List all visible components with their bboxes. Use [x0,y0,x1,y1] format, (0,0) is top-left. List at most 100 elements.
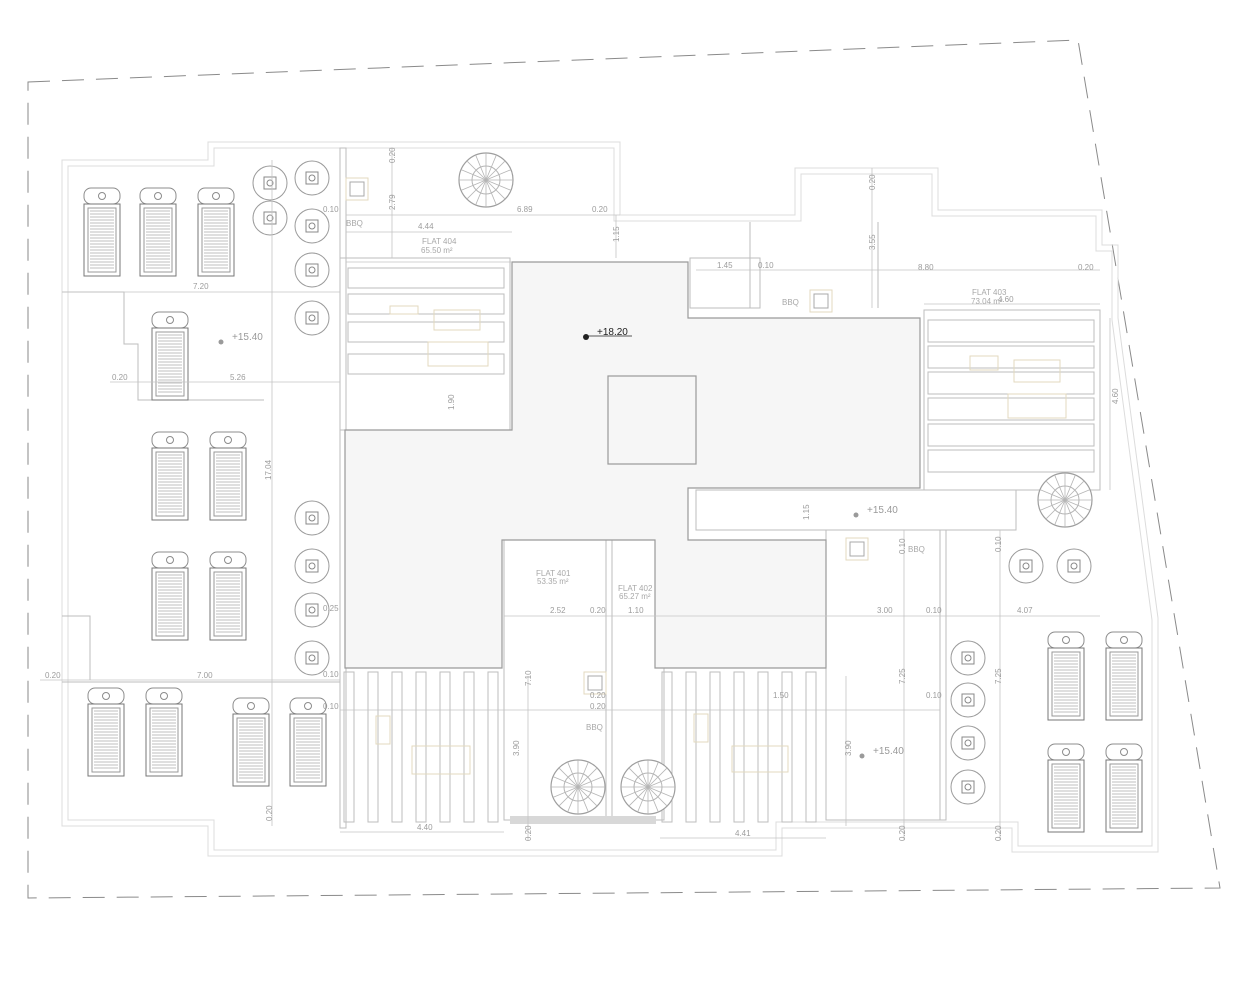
planter-icon [252,200,288,236]
sunbed-body [1105,647,1143,721]
sunbed-pillow [151,431,189,449]
stair-tread [647,786,674,798]
dim: 3.90 [844,740,853,756]
dim: 3.90 [512,740,521,756]
dim: 0.10 [994,536,1003,552]
planter-center [964,783,972,791]
sunbed-icon [197,187,235,277]
stair-tread [647,786,668,807]
louvre [927,449,1095,473]
planter-icon [294,500,330,536]
sunbed-knob [224,556,232,564]
flat-402-area: 65.27 m² [619,592,651,601]
sunbed-body [1047,647,1085,721]
bbq-grill [813,293,829,309]
elevation-marker-icon [218,339,224,345]
bbq-outer [583,671,607,695]
planter-circle [294,300,330,336]
dim: 5.26 [230,373,246,382]
planter-center [964,696,972,704]
dim: 0.10 [926,691,942,700]
dim: 1.15 [802,504,811,520]
pergola-slat [805,671,817,823]
dim: 0.20 [592,205,608,214]
bbq-label: BBQ [908,545,925,554]
louvre [927,397,1095,421]
flat-labels: FLAT 404 65.50 m² FLAT 403 73.04 m² FLAT… [346,219,1007,732]
planter-center [1022,562,1030,570]
dim: 7.25 [898,668,907,684]
pergola-slat [487,671,499,823]
sunbed-icon [209,551,247,641]
dim: 4.40 [417,823,433,832]
planter-center [308,654,316,662]
louvre [347,293,505,315]
furniture [731,745,789,773]
planter-center [1070,562,1078,570]
sunbed-inner [1109,763,1139,829]
pergola-slat [415,671,427,823]
dim: 0.20 [388,147,397,163]
sunbed-knob [98,192,106,200]
stair-tread [567,786,579,813]
sunbed-icon [145,687,183,777]
dim: 0.20 [868,174,877,190]
sunbed-inner [236,717,266,783]
planter-square [263,211,277,225]
sunbed-knob [166,316,174,324]
dim: 7.20 [193,282,209,291]
dim: 3.55 [868,234,877,250]
sunbed-icon [232,697,270,787]
sunbed-knob [304,702,312,710]
spiral-stair-icon [620,759,676,815]
planter-circle [1056,548,1092,584]
dim: 4.07 [1017,606,1033,615]
louvre [927,371,1095,395]
stair-tread [647,786,659,813]
pergola-slat [709,671,721,823]
planter-square [305,651,319,665]
stair-tread [1045,499,1066,520]
stair-tread [1039,499,1066,511]
sunbed-inner [1051,763,1081,829]
furniture [969,355,999,371]
stair-tread [552,786,579,798]
stair-tread [577,786,604,798]
pergola-slat [439,671,451,823]
sunbed-knob [154,192,162,200]
planter-circle [252,200,288,236]
flat-401-name: FLAT 401 [536,569,571,578]
pergola-slat [733,671,745,823]
pergola-slat [343,671,355,823]
dim: 7.25 [994,668,1003,684]
furniture [375,715,391,745]
sunbed-body [145,703,183,777]
planter-center [964,654,972,662]
planter-square [961,780,975,794]
spiral-stairs [458,152,1093,815]
stair-tread [1064,499,1076,526]
planter-icon [1056,548,1092,584]
dim: 0.10 [323,670,339,679]
sunbeds [83,187,1143,833]
bbq-icon [583,671,607,695]
sunbed-icon [1047,743,1085,833]
stair-tread [1039,489,1066,501]
dim: 0.20 [1078,263,1094,272]
dim: 2.79 [388,194,397,210]
bbq-label: BBQ [346,219,363,228]
flat-403-name: FLAT 403 [972,288,1007,297]
sunbed-body [232,713,270,787]
stair-tread [577,776,604,788]
sunbed-body [209,447,247,521]
dim: 3.00 [877,606,893,615]
stair-tread [558,786,579,807]
dim: 6.89 [517,205,533,214]
planter-square [961,651,975,665]
bbq-icon [845,537,869,561]
bbq-label: BBQ [782,298,799,307]
terrace-elevation: +15.40 [873,746,904,757]
stair-tread [485,179,512,191]
dim: 4.41 [735,829,751,838]
furniture [427,341,489,367]
